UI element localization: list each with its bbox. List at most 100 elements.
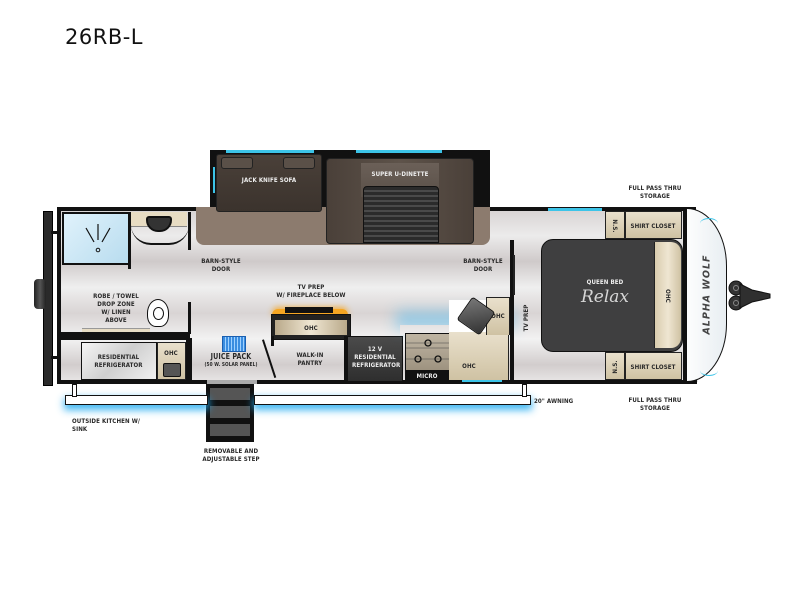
outside-fridge-line1: RESIDENTIAL	[97, 353, 140, 361]
nightstand-bottom: N.S.	[605, 352, 625, 380]
nightstand-top: N.S.	[605, 211, 625, 239]
bed-ohc-label: OHC	[664, 289, 672, 303]
ns-bottom-label: N.S.	[611, 360, 619, 374]
barn-door-rear-line1: BARN-STYLE	[201, 257, 241, 265]
awning	[65, 395, 208, 405]
shower	[62, 212, 130, 265]
fridge-12v-line2: RESIDENTIAL	[354, 353, 396, 361]
bed-headboard-ohc: OHC	[654, 242, 681, 348]
outside-sink-icon	[163, 363, 181, 377]
step-tread	[210, 424, 250, 436]
barn-door-rear-label: BARN-STYLE DOOR	[200, 257, 243, 273]
juice-pack-line2: (50 W. SOLAR PANEL)	[204, 362, 258, 368]
queen-bed-label: QUEEN BED	[586, 278, 624, 286]
closet-bottom-label: SHIRT CLOSET	[630, 363, 676, 371]
pantry-wall-right	[344, 336, 347, 382]
spare-tire-icon	[34, 279, 46, 309]
barn-door-front-line1: BARN-STYLE	[463, 257, 503, 265]
pass-thru-bottom-label: FULL PASS THRU STORAGE	[625, 396, 685, 412]
robe-label-line1: ROBE / TOWEL	[93, 292, 139, 300]
barn-door-front-label: BARN-STYLE DOOR	[462, 257, 505, 273]
robe-label: ROBE / TOWEL DROP ZONE W/ LINEN ABOVE	[91, 292, 142, 324]
front-cap-accent-top	[700, 218, 718, 229]
entry-door-gap	[207, 380, 257, 384]
front-cap-accent-bottom	[700, 365, 718, 376]
pass-thru-bottom-line1: FULL PASS THRU	[628, 396, 682, 404]
dinette-label: SUPER U-DINETTE	[371, 170, 429, 178]
bedroom-top-accent	[548, 208, 602, 211]
bedroom-tv-prep-label: TV PREP	[522, 304, 530, 332]
slide-accent-top-left	[226, 150, 314, 153]
shower-wall	[128, 212, 131, 269]
ns-top-label: N.S.	[611, 219, 619, 233]
closet-top-label: SHIRT CLOSET	[630, 222, 676, 230]
bottom-wall	[57, 380, 697, 384]
kitchen-ohc-lower-label: OHC	[462, 362, 476, 370]
juice-pack-line1: JUICE PACK	[210, 352, 252, 361]
hitch-jack-icon	[728, 280, 771, 311]
outside-kitchen-label: OUTSIDE KITCHEN W/ SINK	[72, 417, 141, 433]
shower-drain-icon	[85, 224, 111, 253]
queen-bed: OHC QUEEN BED Relax	[541, 239, 683, 352]
dinette-table	[363, 186, 439, 243]
fireplace-icon	[285, 307, 333, 313]
entry-step	[206, 384, 254, 442]
awning-arm	[522, 384, 527, 397]
burner-icons	[406, 339, 450, 363]
tv-cabinet: OHC	[271, 314, 351, 340]
microwave: MICRO	[405, 370, 449, 382]
front-cap: ALPHA WOLF	[687, 208, 727, 382]
stove	[405, 333, 451, 373]
awning	[254, 395, 531, 405]
step-line1: REMOVABLE AND	[203, 447, 259, 455]
pass-thru-top-label: FULL PASS THRU STORAGE	[625, 184, 685, 200]
top-wall-left	[57, 207, 212, 211]
shirt-closet-top: SHIRT CLOSET	[625, 211, 682, 239]
kitchen-ohc-lower: OHC	[449, 332, 509, 380]
pantry-wall-top	[271, 336, 274, 346]
barn-door-front-line2: DOOR	[473, 265, 493, 273]
outside-kitchen-ohc: OHC	[157, 342, 186, 380]
solar-panel-icon	[222, 336, 246, 352]
slide-accent-side	[213, 167, 215, 193]
pass-thru-bottom-line2: STORAGE	[640, 404, 670, 412]
bedroom-wall	[510, 240, 514, 382]
model-title: 26RB-L	[65, 25, 143, 49]
living-ohc-label: OHC	[304, 324, 318, 332]
micro-label: MICRO	[416, 372, 438, 380]
bath-wall-right-lower	[188, 302, 191, 334]
step-label: REMOVABLE AND ADJUSTABLE STEP	[201, 447, 261, 463]
super-u-dinette: SUPER U-DINETTE	[326, 158, 474, 244]
tv-prep-line1: TV PREP	[297, 283, 325, 291]
sofa-cushion	[221, 157, 253, 169]
rear-wall	[57, 208, 61, 384]
step-tread	[210, 406, 250, 418]
robe-label-line3: W/ LINEN ABOVE	[101, 308, 131, 324]
step-tread	[210, 388, 250, 400]
rear-bumper-bracket	[51, 356, 59, 359]
sofa-cushion	[283, 157, 315, 169]
sofa-label: JACK KNIFE SOFA	[241, 176, 297, 184]
brand-logo: ALPHA WOLF	[701, 254, 713, 335]
fridge-12v-line1: 12 V	[367, 345, 383, 353]
outside-fridge-line2: REFRIGERATOR	[94, 361, 143, 369]
outside-fridge-label: RESIDENTIAL REFRIGERATOR	[87, 353, 149, 369]
outside-kitchen-fridge: RESIDENTIAL REFRIGERATOR	[81, 342, 157, 380]
robe-label-line2: DROP ZONE	[97, 300, 135, 308]
awning-label: 20" AWNING	[534, 397, 574, 405]
outside-ohc-label: OHC	[164, 349, 178, 357]
juice-pack-label: JUICE PACK (50 W. SOLAR PANEL)	[196, 353, 266, 369]
linen-hooks	[82, 328, 150, 335]
jack-knife-sofa: JACK KNIFE SOFA	[216, 154, 322, 212]
living-ohc: OHC	[275, 320, 347, 335]
barn-door-rear-line2: DOOR	[211, 265, 231, 273]
tv-prep-label: TV PREP W/ FIREPLACE BELOW	[266, 283, 356, 299]
pantry-label: WALK-IN PANTRY	[289, 351, 332, 367]
tv-prep-line2: W/ FIREPLACE BELOW	[276, 291, 346, 299]
toilet-bowl	[153, 307, 164, 320]
residential-fridge-12v: 12 V RESIDENTIAL REFRIGERATOR	[347, 336, 403, 382]
kitchen-accent-bottom	[462, 380, 502, 382]
front-cap-wall	[683, 208, 687, 384]
relax-logo: Relax	[580, 287, 630, 307]
